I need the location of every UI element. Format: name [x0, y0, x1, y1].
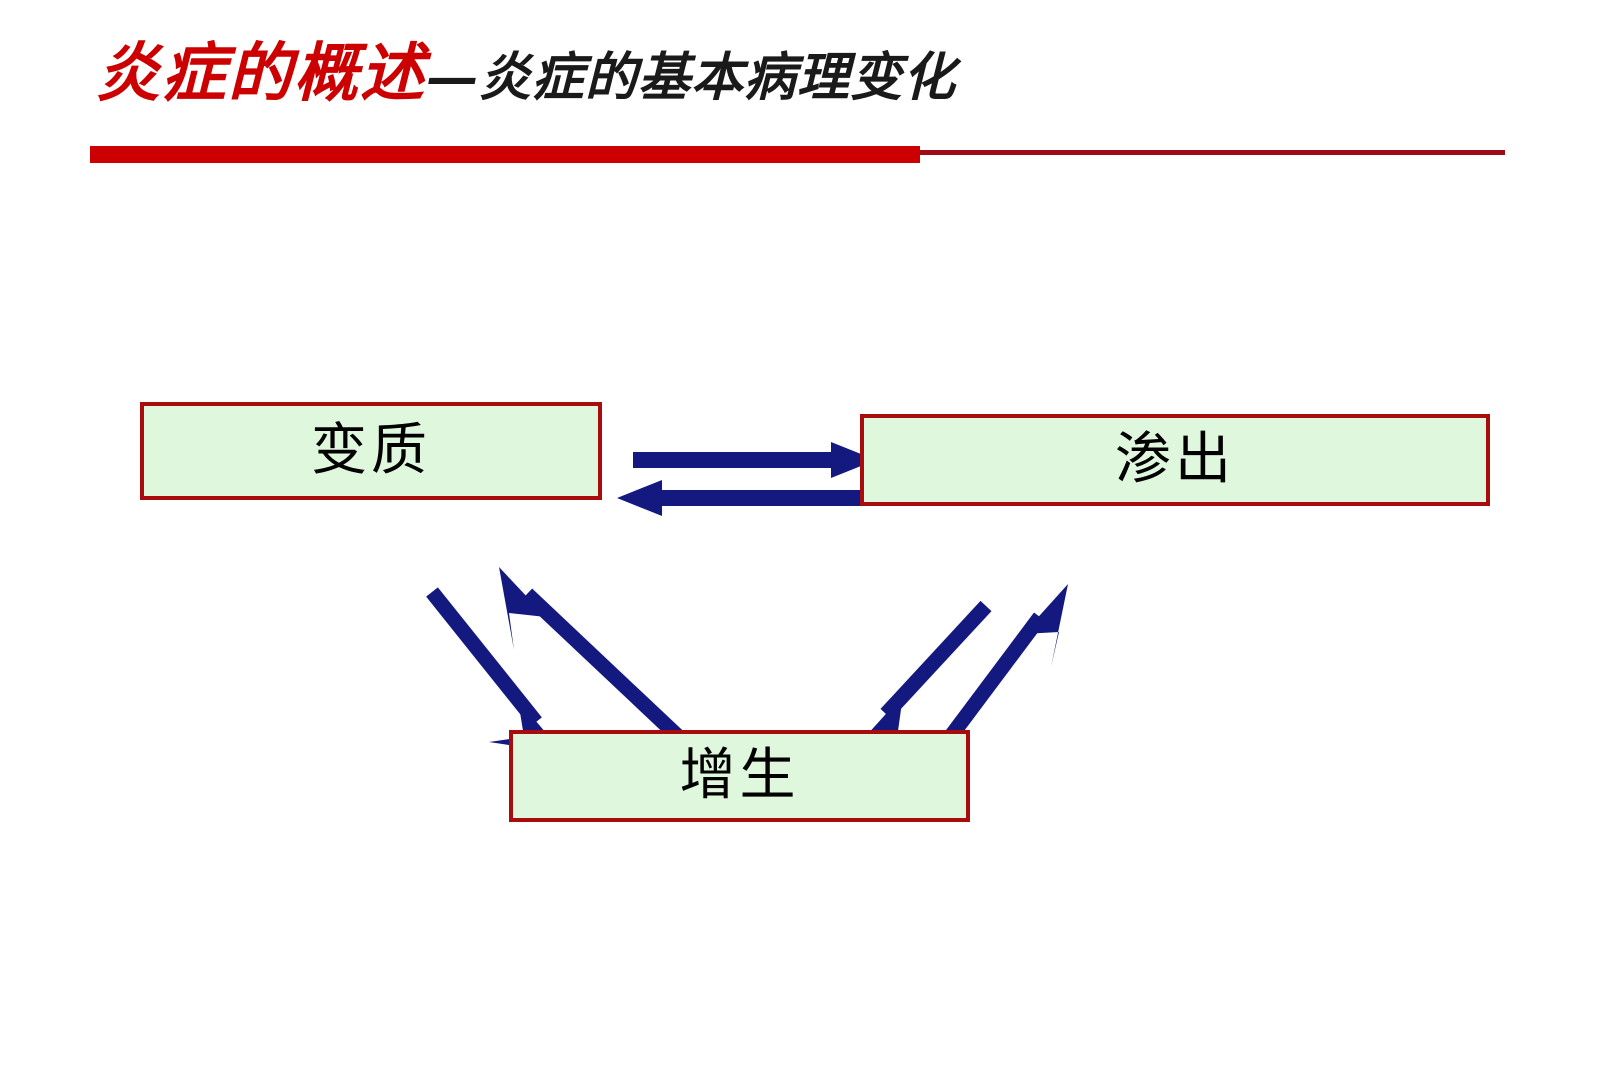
arrow-shenchu-to-bianzhi — [617, 480, 878, 516]
title-divider-thin — [920, 150, 1505, 155]
page-title: 炎症的概述—炎症的基本病理变化 — [96, 42, 956, 106]
arrow-bianzhi-to-zengsheng — [426, 587, 563, 753]
arrow-zengsheng-to-bianzhi — [499, 567, 690, 748]
page-title-sub: 炎症的基本病理变化 — [479, 47, 957, 108]
page-title-main: 炎症的概述 — [96, 36, 426, 111]
arrow-bianzhi-to-shenchu — [633, 442, 876, 478]
title-divider-thick — [90, 146, 920, 163]
page-title-separator: — — [426, 47, 479, 108]
node-box-shenchu[interactable]: 渗出 — [860, 414, 1490, 506]
node-label-bianzhi: 变质 — [311, 418, 431, 483]
node-box-bianzhi[interactable]: 变质 — [140, 402, 602, 500]
arrow-zengsheng-to-shenchu — [932, 584, 1068, 757]
arrow-shenchu-to-zengsheng — [857, 600, 992, 746]
node-label-shenchu: 渗出 — [1115, 427, 1235, 492]
node-label-zengsheng: 增生 — [679, 743, 800, 808]
node-box-zengsheng[interactable]: 增生 — [509, 730, 970, 822]
